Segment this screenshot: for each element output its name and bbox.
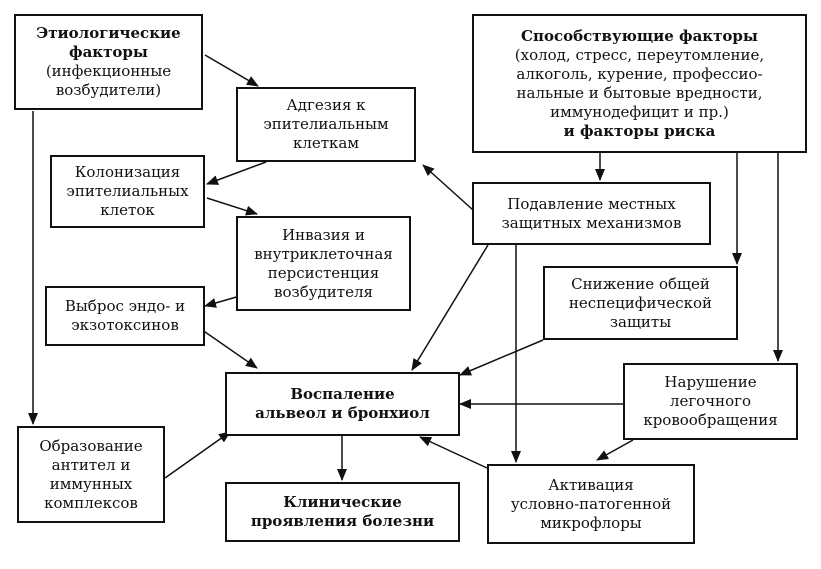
arrow-toxins-to-inflammation xyxy=(194,324,258,369)
arrow-microflora-to-inflammation xyxy=(419,436,488,469)
etiology-line-1: (инфекционные xyxy=(45,62,172,80)
contributing-line-3: нальные и бытовые вредности, xyxy=(516,83,763,102)
colonization-line-2: эпителиальных xyxy=(66,182,189,200)
adhesion-box: Адгезия к эпителиальным клеткам xyxy=(236,87,416,162)
microflora-box: Активация условно-патогенной микрофлоры xyxy=(487,464,695,544)
contributing-factors-box: Способствующие факторы (холод, стресс, п… xyxy=(472,14,807,153)
colonization-line-3: клеток xyxy=(100,201,155,219)
clinical-line-2: проявления болезни xyxy=(250,512,435,530)
clinical-box: Клинические проявления болезни xyxy=(225,482,460,542)
antibodies-box: Образование антител и иммунных комплексо… xyxy=(17,426,165,523)
etiology-title-2: факторы xyxy=(69,43,148,61)
etiology-title-1: Этиологические xyxy=(36,24,181,42)
contributing-line-4: иммунодефицит и пр.) xyxy=(550,102,729,121)
contributing-title: Способствующие факторы xyxy=(521,26,758,45)
antibodies-line-4: комплексов xyxy=(44,493,138,512)
local-defense-line-2: защитных механизмов xyxy=(501,213,682,232)
toxins-line-2: экзотоксинов xyxy=(71,316,179,334)
antibodies-line-1: Образование xyxy=(39,436,143,455)
contributing-line-1: (холод, стресс, переутомление, xyxy=(514,45,765,64)
inflammation-box: Воспаление альвеол и бронхиол xyxy=(225,372,460,436)
adhesion-line-3: клеткам xyxy=(292,134,360,152)
local-defense-box: Подавление местных защитных механизмов xyxy=(472,182,711,245)
arrow-circulation-to-microflora xyxy=(596,439,634,461)
adhesion-line-1: Адгезия к xyxy=(286,96,366,114)
arrow-colonization-to-invasion xyxy=(206,197,258,216)
arrow-generaldefense-to-inflammation xyxy=(459,339,544,376)
local-defense-line-1: Подавление местных xyxy=(507,194,676,213)
colonization-line-1: Колонизация xyxy=(74,163,181,181)
general-defense-line-1: Снижение общей xyxy=(571,274,710,293)
microflora-line-2: условно-патогенной xyxy=(510,494,672,513)
contributing-line-2: алкоголь, курение, профессио- xyxy=(516,64,763,83)
inflammation-line-2: альвеол и бронхиол xyxy=(255,404,430,422)
arrow-antibodies-to-inflammation xyxy=(164,431,231,479)
general-defense-line-2: неспецифической xyxy=(568,293,713,312)
invasion-line-2: внутриклеточная xyxy=(254,244,393,263)
etiology-factors-box: Этиологические факторы (инфекционные воз… xyxy=(14,14,203,110)
invasion-line-4: возбудителя xyxy=(274,282,373,301)
clinical-line-1: Клинические xyxy=(283,493,402,511)
microflora-line-3: микрофлоры xyxy=(540,513,642,532)
invasion-line-3: персистенция xyxy=(267,263,380,282)
toxins-line-1: Выброс эндо- и xyxy=(64,297,186,315)
circulation-box: Нарушение легочного кровообращения xyxy=(623,363,798,440)
general-defense-line-3: защиты xyxy=(609,312,672,331)
contributing-footer: и факторы риска xyxy=(563,121,716,140)
circulation-line-3: кровообращения xyxy=(643,411,778,429)
etiology-line-2: возбудители) xyxy=(55,81,162,99)
antibodies-line-3: иммунных xyxy=(49,474,133,493)
adhesion-line-2: эпителиальным xyxy=(263,115,389,133)
antibodies-line-2: антител и xyxy=(51,455,131,474)
circulation-line-2: легочного xyxy=(669,392,752,410)
arrow-localdefense-to-adhesion xyxy=(422,164,474,211)
toxins-box: Выброс эндо- и экзотоксинов xyxy=(45,286,205,346)
microflora-line-1: Активация xyxy=(548,475,634,494)
colonization-box: Колонизация эпителиальных клеток xyxy=(50,155,205,228)
arrow-adhesion-to-colonization xyxy=(206,161,267,185)
arrow-localdefense-to-inflammation xyxy=(411,244,489,371)
invasion-box: Инвазия и внутриклеточная персистенция в… xyxy=(236,216,411,311)
arrow-etiology-to-adhesion xyxy=(204,54,259,87)
arrow-invasion-to-toxins xyxy=(204,295,241,308)
invasion-line-1: Инвазия и xyxy=(282,225,365,244)
general-defense-box: Снижение общей неспецифической защиты xyxy=(543,266,738,340)
circulation-line-1: Нарушение xyxy=(664,373,757,391)
inflammation-line-1: Воспаление xyxy=(290,385,395,403)
